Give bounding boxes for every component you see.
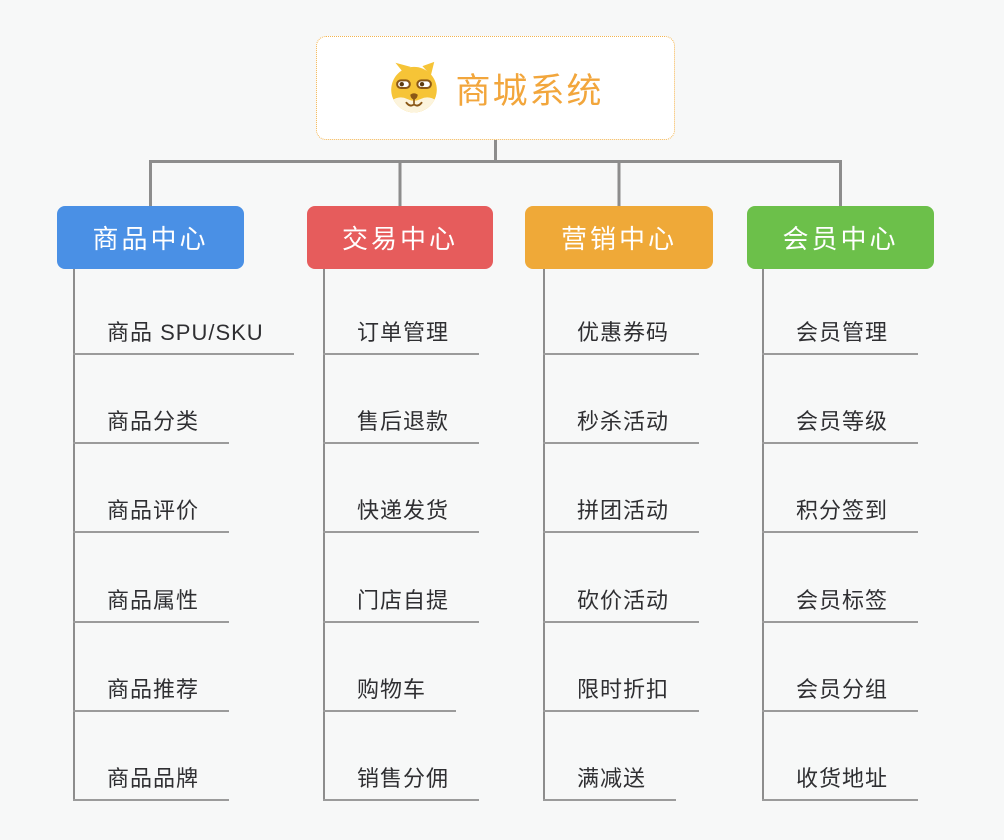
- root-title: 商城系统: [455, 71, 604, 111]
- leaf-item[interactable]: 商品评价: [73, 493, 230, 533]
- leaf-item[interactable]: 收货地址: [762, 761, 919, 801]
- branch-items-product-center: 商品 SPU/SKU 商品分类 商品评价 商品属性 商品推荐 商品品牌: [73, 269, 323, 814]
- branch-header-trade-center[interactable]: 交易中心: [307, 206, 493, 269]
- leaf-item[interactable]: 限时折扣: [543, 672, 700, 712]
- leaf-item[interactable]: 购物车: [323, 672, 457, 712]
- branch-header-product-center[interactable]: 商品中心: [57, 206, 244, 269]
- leaf-item[interactable]: 商品 SPU/SKU: [73, 315, 294, 355]
- leaf-item[interactable]: 商品推荐: [73, 672, 230, 712]
- leaf-item[interactable]: 订单管理: [323, 315, 480, 355]
- leaf-item[interactable]: 快递发货: [323, 493, 480, 533]
- branch-items-member-center: 会员管理 会员等级 积分签到 会员标签 会员分组 收货地址: [762, 269, 1004, 814]
- root-node[interactable]: 商城系统: [316, 36, 675, 140]
- branch-header-member-center[interactable]: 会员中心: [747, 206, 934, 269]
- branch-label: 营销中心: [560, 224, 677, 254]
- leaf-item[interactable]: 积分签到: [762, 493, 919, 533]
- leaf-item[interactable]: 售后退款: [323, 404, 480, 444]
- branch-header-marketing-center[interactable]: 营销中心: [525, 206, 713, 269]
- leaf-item[interactable]: 优惠券码: [543, 315, 700, 355]
- branch-label: 交易中心: [341, 224, 458, 254]
- leaf-item[interactable]: 砍价活动: [543, 583, 700, 623]
- branch-label: 商品中心: [92, 224, 209, 254]
- leaf-item[interactable]: 商品属性: [73, 583, 230, 623]
- doge-face-icon: [387, 61, 441, 115]
- branch-label: 会员中心: [782, 224, 899, 254]
- branch-items-trade-center: 订单管理 售后退款 快递发货 门店自提 购物车 销售分佣: [323, 269, 573, 814]
- leaf-item[interactable]: 会员管理: [762, 315, 919, 355]
- leaf-item[interactable]: 销售分佣: [323, 761, 480, 801]
- leaf-item[interactable]: 商品分类: [73, 404, 230, 444]
- branch-items-marketing-center: 优惠券码 秒杀活动 拼团活动 砍价活动 限时折扣 满减送: [543, 269, 793, 814]
- leaf-item[interactable]: 会员分组: [762, 672, 919, 712]
- leaf-item[interactable]: 满减送: [543, 761, 677, 801]
- leaf-item[interactable]: 会员等级: [762, 404, 919, 444]
- leaf-item[interactable]: 会员标签: [762, 583, 919, 623]
- leaf-item[interactable]: 拼团活动: [543, 493, 700, 533]
- leaf-item[interactable]: 门店自提: [323, 583, 480, 623]
- leaf-item[interactable]: 秒杀活动: [543, 404, 700, 444]
- leaf-item[interactable]: 商品品牌: [73, 761, 230, 801]
